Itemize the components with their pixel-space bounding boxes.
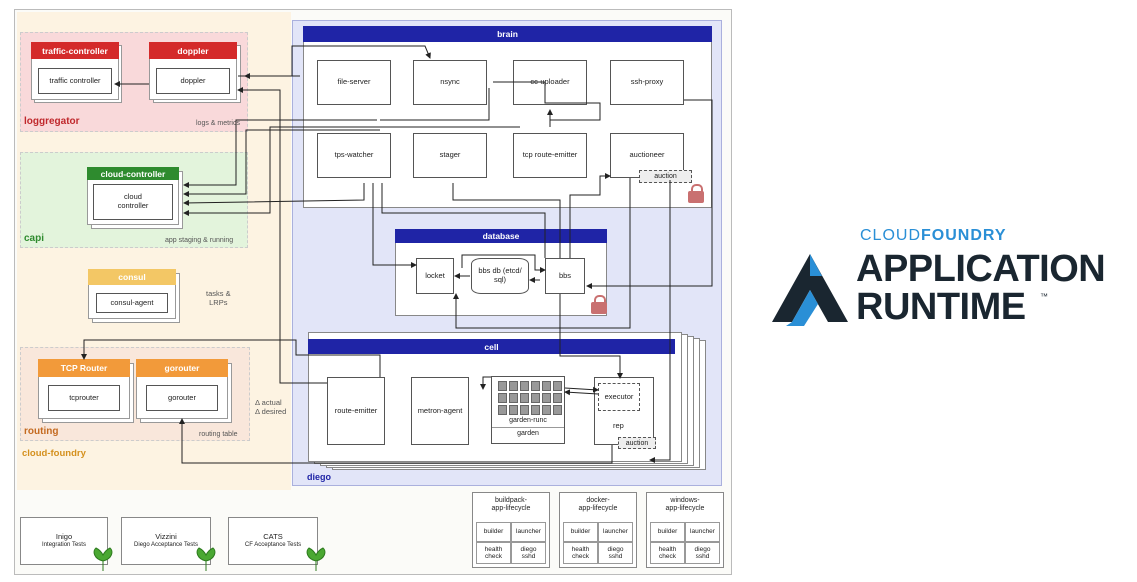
executor-box: executor — [598, 383, 640, 411]
launcher-cell: launcher — [511, 522, 546, 542]
capi-sub: app staging & running — [165, 237, 234, 244]
container-cell — [498, 393, 507, 403]
container-cell — [498, 405, 507, 415]
cats-desc: CF Acceptance Tests — [244, 542, 302, 548]
trademark-symbol: ™ — [1040, 292, 1048, 301]
container-cell — [509, 393, 518, 403]
stager-box: stager — [413, 133, 487, 178]
container-cell — [542, 393, 551, 403]
vizzini-name: Vizzini — [155, 532, 177, 541]
container-cell — [520, 381, 529, 391]
container-cell — [531, 405, 540, 415]
lock-icon — [688, 184, 704, 203]
garden-runc-label: garden-runc — [509, 417, 547, 424]
database-title: database — [395, 229, 607, 243]
cell-title: cell — [308, 339, 675, 354]
docker-lifecycle-title: docker- app-lifecycle — [578, 497, 618, 513]
loggregator-label: loggregator — [24, 116, 80, 127]
brand-bold: FOUNDRY — [921, 227, 1007, 244]
nsync-box: nsync — [413, 60, 487, 105]
metron-agent-box: metron-agent — [411, 377, 469, 445]
windows-lifecycle-title: windows- app-lifecycle — [665, 497, 705, 513]
routing-label: routing — [24, 426, 59, 437]
container-cell — [531, 381, 540, 391]
bbs-db-cylinder: bbs db (etcd/ sql) — [471, 258, 529, 294]
consul-agent-box: consul-agent — [96, 293, 168, 313]
loggregator-sub: logs & metrics — [196, 120, 240, 127]
traffic-controller-header: traffic-controller — [31, 42, 119, 59]
container-cell — [498, 381, 507, 391]
capi-label: capi — [24, 233, 45, 244]
cats-box — [228, 517, 318, 565]
traffic-controller-box: traffic controller — [38, 68, 112, 94]
locket-box: locket — [416, 258, 454, 294]
gorouter-box: gorouter — [146, 385, 218, 411]
consul-note: tasks & LRPs — [206, 289, 231, 307]
diego-sshd-cell: diego sshd — [685, 542, 720, 564]
cloud-controller-header: cloud-controller — [87, 167, 179, 180]
vizzini-box — [121, 517, 211, 565]
tcprouter-box: tcprouter — [48, 385, 120, 411]
delta-note: Δ actual Δ desired — [255, 398, 287, 416]
gorouter-header: gorouter — [136, 359, 228, 377]
container-cell — [520, 405, 529, 415]
container-grid — [492, 377, 564, 415]
cloud-foundry-label: cloud-foundry — [22, 448, 86, 459]
healthcheck-cell: health check — [476, 542, 511, 564]
tps-watcher-box: tps-watcher — [317, 133, 391, 178]
container-cell — [509, 405, 518, 415]
container-cell — [553, 393, 562, 403]
inigo-box — [20, 517, 108, 565]
tcp-route-emitter-box: tcp route-emitter — [513, 133, 587, 178]
diego-label: diego — [307, 472, 331, 482]
diego-sshd-cell: diego sshd — [511, 542, 546, 564]
garden-box: garden-runc garden — [491, 376, 565, 444]
ginkgo-leaf-icon — [196, 547, 216, 571]
route-emitter-box: route-emitter — [327, 377, 385, 445]
doppler-box: doppler — [156, 68, 230, 94]
inigo-desc: Integration Tests — [42, 542, 86, 548]
file-server-box: file-server — [317, 60, 391, 105]
builder-cell: builder — [476, 522, 511, 542]
tcp-router-header: TCP Router — [38, 359, 130, 377]
brand-light: CLOUD — [860, 227, 922, 244]
vizzini-desc: Diego Acceptance Tests — [134, 542, 198, 548]
routing-sub: routing table — [199, 431, 238, 438]
brain-auction-badge: auction — [639, 170, 692, 183]
cats-name: CATS — [263, 532, 283, 541]
doppler-header: doppler — [149, 42, 237, 59]
container-cell — [531, 393, 540, 403]
diego-sshd-cell: diego sshd — [598, 542, 633, 564]
logo-line-runtime: RUNTIME — [856, 286, 1026, 328]
cloudfoundry-wordmark: CLOUDFOUNDRY — [860, 227, 1007, 245]
launcher-cell: launcher — [685, 522, 720, 542]
inigo-name: Inigo — [55, 532, 73, 541]
container-cell — [542, 381, 551, 391]
buildpack-lifecycle-title: buildpack- app-lifecycle — [491, 497, 531, 513]
container-cell — [553, 381, 562, 391]
consul-header: consul — [88, 269, 176, 285]
healthcheck-cell: health check — [563, 542, 598, 564]
bbs-box: bbs — [545, 258, 585, 294]
launcher-cell: launcher — [598, 522, 633, 542]
container-cell — [509, 381, 518, 391]
brain-title: brain — [303, 26, 712, 42]
cloud-controller-box: cloud controller — [93, 184, 173, 220]
rep-label: rep — [613, 421, 624, 430]
ssh-proxy-box: ssh-proxy — [610, 60, 684, 105]
healthcheck-cell: health check — [650, 542, 685, 564]
ginkgo-leaf-icon — [306, 547, 326, 571]
cell-auction-badge: auction — [618, 437, 656, 449]
container-cell — [553, 405, 562, 415]
app-runtime-logo-icon — [772, 254, 848, 326]
builder-cell: builder — [563, 522, 598, 542]
container-cell — [520, 393, 529, 403]
garden-label: garden — [492, 427, 564, 438]
lock-icon — [591, 295, 607, 314]
container-cell — [542, 405, 551, 415]
logo-line-application: APPLICATION — [856, 248, 1106, 290]
ginkgo-leaf-icon — [93, 547, 113, 571]
builder-cell: builder — [650, 522, 685, 542]
